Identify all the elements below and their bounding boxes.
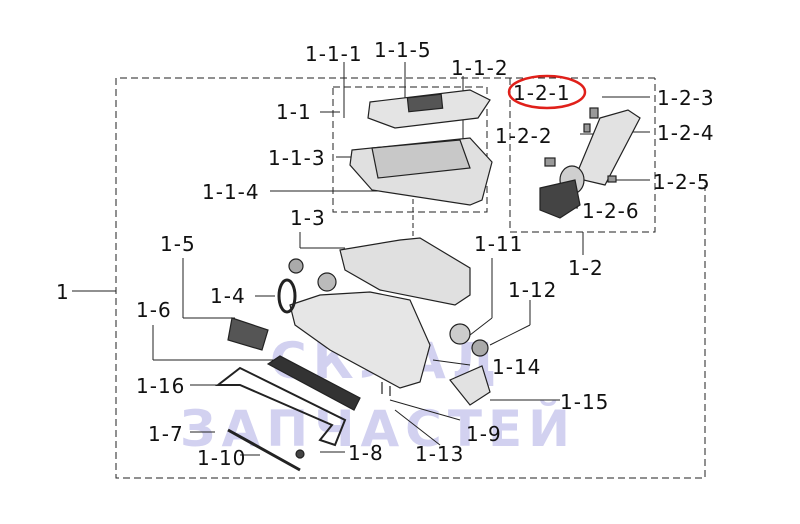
nozzle-parts — [215, 89, 641, 472]
bumper-frame-part — [215, 366, 347, 447]
label-1-7: 1-7 — [148, 422, 184, 446]
label-1-14: 1-14 — [492, 355, 542, 379]
label-1-15: 1-15 — [560, 390, 610, 414]
neck-tube-part — [574, 109, 641, 186]
base-body-part — [289, 291, 431, 389]
outer-assembly-box — [115, 77, 706, 479]
label-1-12: 1-12 — [508, 278, 558, 302]
label-1-1-2: 1-1-2 — [451, 56, 509, 80]
neck-joint-part — [539, 179, 581, 219]
label-1-16: 1-16 — [136, 374, 186, 398]
label-1-2-4: 1-2-4 — [657, 121, 715, 145]
label-1-1-4: 1-1-4 — [202, 180, 260, 204]
label-1-8: 1-8 — [348, 441, 384, 465]
label-1-2: 1-2 — [568, 256, 604, 280]
label-1-1-3: 1-1-3 — [268, 146, 326, 170]
label-1-9: 1-9 — [466, 422, 502, 446]
label-1-1: 1-1 — [276, 100, 312, 124]
label-1-3: 1-3 — [290, 206, 326, 230]
label-1-2-6: 1-2-6 — [582, 199, 640, 223]
label-1-4: 1-4 — [210, 284, 246, 308]
side-cover-part — [449, 365, 491, 406]
label-1-5: 1-5 — [160, 232, 196, 256]
brush-roll-part — [227, 317, 269, 351]
highlight-circle — [507, 74, 587, 110]
belt-part — [277, 278, 297, 314]
label-1-2-5: 1-2-5 — [653, 170, 711, 194]
label-1-2-1: 1-2-1 — [513, 81, 571, 105]
label-1-6: 1-6 — [136, 298, 172, 322]
nozzle-cover-box — [332, 86, 488, 213]
label-1-11: 1-11 — [474, 232, 524, 256]
watermark-line-2: ЗАПЧАСТЕЙ — [180, 400, 576, 458]
label-1-10: 1-10 — [197, 446, 247, 470]
label-1-2-2: 1-2-2 — [495, 124, 553, 148]
lower-plate-part — [339, 237, 471, 306]
agitator-part — [266, 355, 361, 411]
label-1-2-3: 1-2-3 — [657, 86, 715, 110]
label-1-13: 1-13 — [415, 442, 465, 466]
label-1: 1 — [56, 280, 70, 304]
label-1-1-5: 1-1-5 — [374, 38, 432, 62]
label-1-1-1: 1-1-1 — [305, 42, 363, 66]
